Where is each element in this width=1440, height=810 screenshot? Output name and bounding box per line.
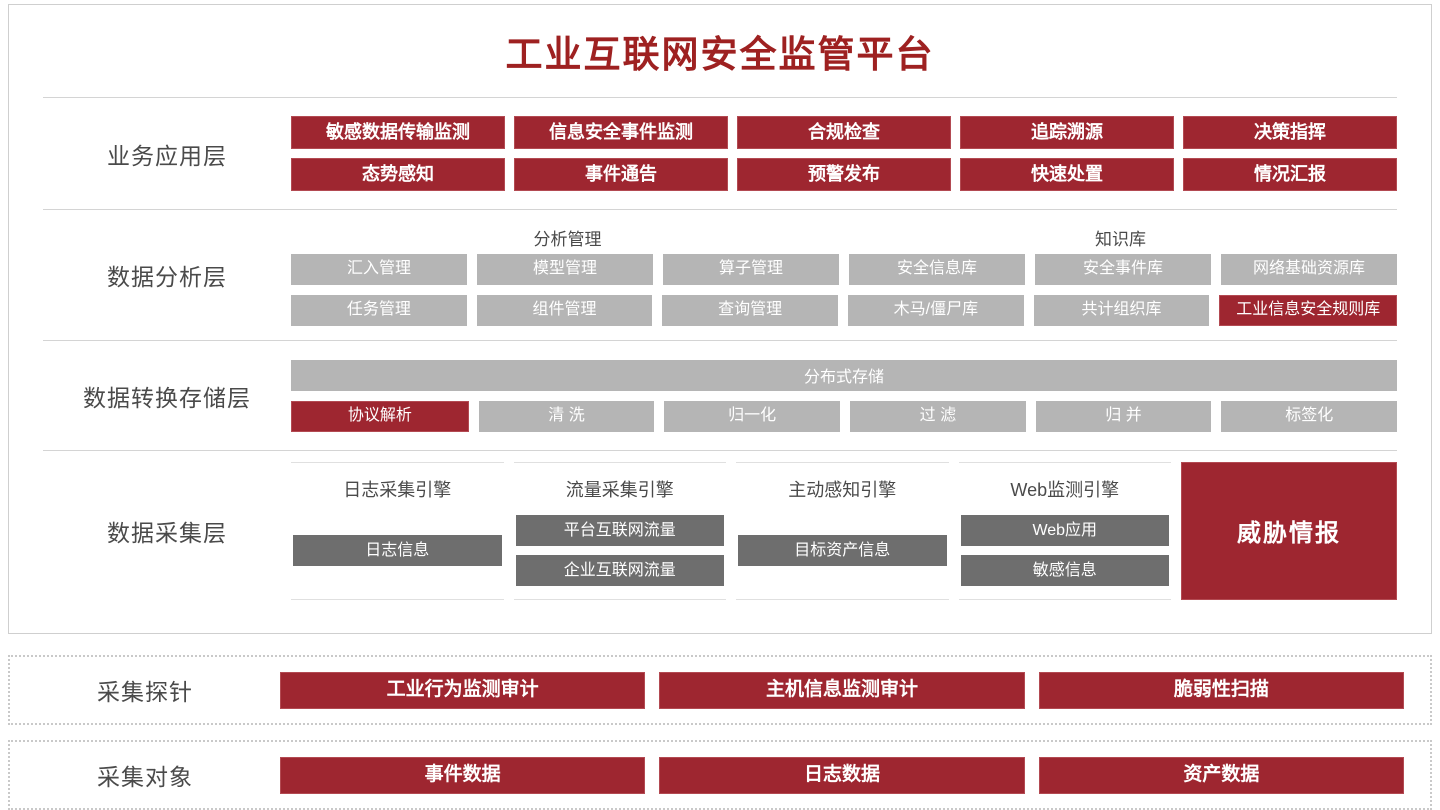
threat-intelligence-box[interactable]: 威胁情报	[1181, 461, 1397, 600]
analysis-item-industrial-security-rule-base[interactable]: 工业信息安全规则库	[1219, 294, 1398, 326]
distributed-storage-bar[interactable]: 分布式存储	[291, 359, 1397, 391]
biz-row-1: 敏感数据传输监测 信息安全事件监测 合规检查 追踪溯源 决策指挥	[291, 116, 1397, 149]
probe-item-industrial-behavior-audit[interactable]: 工业行为监测审计	[280, 671, 646, 709]
layer-data-analysis: 数据分析层 分析管理 知识库 汇入管理 模型管理 算子管理 安全信息库 安全事件…	[43, 209, 1398, 340]
analysis-group-headers: 分析管理 知识库	[291, 225, 1397, 250]
analysis-item-query-management[interactable]: 查询管理	[662, 294, 839, 326]
analysis-item-trojan-botnet-base[interactable]: 木马/僵尸库	[848, 294, 1024, 326]
analysis-item-attack-org-base[interactable]: 共计组织库	[1033, 294, 1210, 326]
engine-web-monitoring: Web监测引擎 Web应用 敏感信息	[958, 461, 1172, 600]
group-header-knowledge-base: 知识库	[1095, 229, 1146, 249]
collection-item-enterprise-internet-traffic[interactable]: 企业互联网流量	[515, 555, 724, 586]
analysis-item-task-management[interactable]: 任务管理	[291, 294, 467, 326]
object-items: 事件数据 日志数据 资产数据	[280, 756, 1430, 794]
probe-item-vulnerability-scan[interactable]: 脆弱性扫描	[1038, 671, 1404, 709]
layer-business-application: 业务应用层 敏感数据传输监测 信息安全事件监测 合规检查 追踪溯源 决策指挥 态…	[43, 97, 1397, 209]
storage-item-cleansing[interactable]: 清 洗	[478, 400, 655, 432]
analysis-item-network-resource-base[interactable]: 网络基础资源库	[1221, 253, 1397, 285]
analysis-item-security-info-base[interactable]: 安全信息库	[849, 253, 1025, 285]
object-item-asset-data[interactable]: 资产数据	[1038, 756, 1404, 794]
layer-data-transform-storage: 数据转换存储层 分布式存储 协议解析 清 洗 归一化 过 滤 归 并 标签化	[43, 340, 1398, 450]
collection-item-web-application[interactable]: Web应用	[960, 515, 1169, 546]
collection-item-platform-internet-traffic[interactable]: 平台互联网流量	[515, 515, 724, 546]
storage-item-tagging[interactable]: 标签化	[1221, 400, 1398, 432]
storage-item-normalization[interactable]: 归一化	[664, 400, 841, 432]
layer-body-data-collection: 日志采集引擎 日志信息 流量采集引擎 平台互联网流量 企业互联网流量 主	[291, 461, 1397, 600]
engine-title-log-collection: 日志采集引擎	[343, 479, 452, 500]
layer-body-data-transform-storage: 分布式存储 协议解析 清 洗 归一化 过 滤 归 并 标签化	[291, 359, 1398, 432]
section-collection-probe: 采集探针 工业行为监测审计 主机信息监测审计 脆弱性扫描	[8, 655, 1432, 725]
storage-item-protocol-parse[interactable]: 协议解析	[291, 400, 469, 432]
biz-row-2: 态势感知 事件通告 预警发布 快速处置 情况汇报	[291, 158, 1397, 191]
engine-items-traffic-collection: 平台互联网流量 企业互联网流量	[514, 509, 727, 593]
layer-label-data-collection: 数据采集层	[107, 519, 227, 546]
engine-items-web-monitoring: Web应用 敏感信息	[959, 509, 1172, 593]
layer-body-business-application: 敏感数据传输监测 信息安全事件监测 合规检查 追踪溯源 决策指挥 态势感知 事件…	[291, 116, 1397, 191]
main-panel: 工业互联网安全监管平台 业务应用层 敏感数据传输监测 信息安全事件监测 合规检查…	[8, 4, 1432, 634]
analysis-row-2: 任务管理 组件管理 查询管理 木马/僵尸库 共计组织库 工业信息安全规则库	[291, 294, 1398, 326]
biz-item-trace-source[interactable]: 追踪溯源	[960, 116, 1174, 149]
collection-item-target-asset-info[interactable]: 目标资产信息	[738, 535, 947, 566]
storage-item-merge[interactable]: 归 并	[1035, 400, 1212, 432]
storage-item-filter[interactable]: 过 滤	[850, 400, 1026, 432]
engine-items-log-collection: 日志信息	[291, 509, 504, 593]
layer-label-business-application: 业务应用层	[107, 142, 227, 169]
engine-traffic-collection: 流量采集引擎 平台互联网流量 企业互联网流量	[513, 461, 727, 600]
section-label-collection-probe: 采集探针	[97, 679, 193, 705]
title-bar: 工业互联网安全监管平台	[9, 5, 1431, 97]
section-label-collection-object: 采集对象	[97, 764, 193, 790]
probe-item-host-info-audit[interactable]: 主机信息监测审计	[659, 671, 1025, 709]
layer-data-collection: 数据采集层 日志采集引擎 日志信息 流量采集引擎 平台互联网流量 企业互联网流量	[43, 450, 1397, 610]
engine-log-collection: 日志采集引擎 日志信息	[291, 461, 504, 600]
probe-items: 工业行为监测审计 主机信息监测审计 脆弱性扫描	[280, 671, 1430, 709]
object-item-log-data[interactable]: 日志数据	[659, 756, 1025, 794]
biz-item-situation-awareness[interactable]: 态势感知	[291, 158, 505, 191]
layer-body-data-analysis: 分析管理 知识库 汇入管理 模型管理 算子管理 安全信息库 安全事件库 网络基础…	[291, 225, 1398, 326]
storage-row-1: 协议解析 清 洗 归一化 过 滤 归 并 标签化	[291, 400, 1398, 432]
engine-active-sensing: 主动感知引擎 目标资产信息	[736, 461, 949, 600]
analysis-item-component-management[interactable]: 组件管理	[476, 294, 653, 326]
analysis-item-import-management[interactable]: 汇入管理	[291, 253, 467, 285]
engine-items-active-sensing: 目标资产信息	[736, 509, 949, 593]
layer-label-data-transform-storage: 数据转换存储层	[83, 384, 251, 411]
biz-item-compliance-check[interactable]: 合规检查	[737, 116, 951, 149]
biz-item-rapid-response[interactable]: 快速处置	[960, 158, 1174, 191]
biz-item-status-report[interactable]: 情况汇报	[1183, 158, 1397, 191]
engine-title-active-sensing: 主动感知引擎	[788, 479, 897, 500]
analysis-item-security-event-base[interactable]: 安全事件库	[1035, 253, 1211, 285]
collection-item-sensitive-info[interactable]: 敏感信息	[960, 555, 1169, 586]
biz-item-sensitive-data-transfer[interactable]: 敏感数据传输监测	[291, 116, 505, 149]
object-item-event-data[interactable]: 事件数据	[280, 756, 646, 794]
collection-engines: 日志采集引擎 日志信息 流量采集引擎 平台互联网流量 企业互联网流量 主	[291, 461, 1397, 600]
group-header-analysis-management: 分析管理	[533, 229, 602, 249]
biz-item-security-event-monitor[interactable]: 信息安全事件监测	[514, 116, 728, 149]
analysis-item-operator-management[interactable]: 算子管理	[663, 253, 839, 285]
biz-item-warning-release[interactable]: 预警发布	[737, 158, 951, 191]
analysis-row-1: 汇入管理 模型管理 算子管理 安全信息库 安全事件库 网络基础资源库	[291, 253, 1397, 285]
page-title: 工业互联网安全监管平台	[505, 34, 935, 75]
engine-title-traffic-collection: 流量采集引擎	[565, 479, 674, 500]
biz-item-event-notification[interactable]: 事件通告	[514, 158, 728, 191]
engine-title-web-monitoring: Web监测引擎	[1010, 479, 1120, 500]
section-collection-object: 采集对象 事件数据 日志数据 资产数据	[8, 740, 1432, 810]
analysis-item-model-management[interactable]: 模型管理	[477, 253, 653, 285]
layer-label-data-analysis: 数据分析层	[107, 264, 227, 290]
collection-item-log-info[interactable]: 日志信息	[293, 535, 502, 566]
biz-item-decision-command[interactable]: 决策指挥	[1183, 116, 1397, 149]
